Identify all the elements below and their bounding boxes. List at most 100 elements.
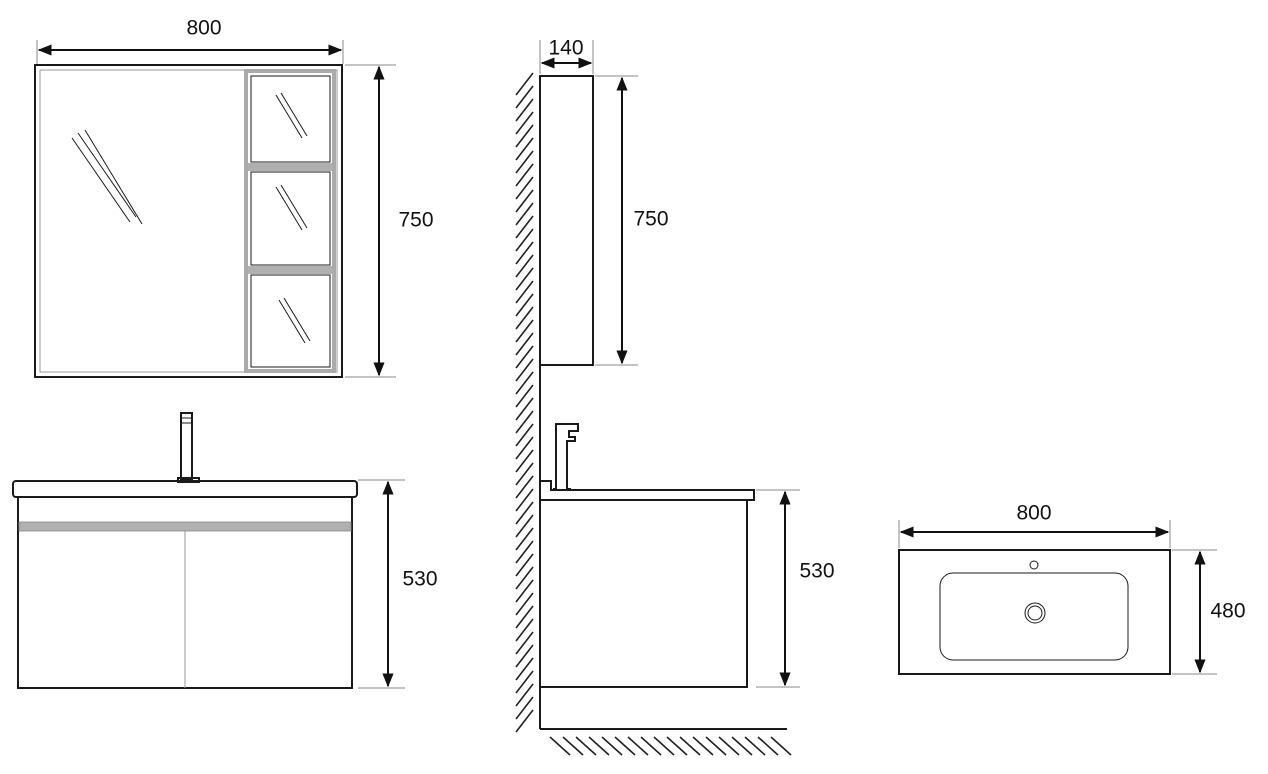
hatch-line [515, 150, 534, 174]
hatch-line [515, 579, 534, 603]
hatch-line [731, 736, 753, 756]
hatch-line [515, 85, 534, 109]
hatch-line [515, 436, 534, 460]
hatch-line [614, 736, 636, 756]
hatch-line [515, 228, 534, 252]
vanity-front: 530 [12, 412, 438, 689]
hatch-line [515, 514, 534, 538]
dimension-label: 800 [1016, 502, 1051, 525]
hatch-line [515, 618, 534, 642]
side-view: 140 750 530 [515, 37, 835, 756]
hatch-line [515, 306, 534, 330]
hatch-line [515, 605, 534, 629]
hatch-line [549, 736, 571, 756]
hatch-line [515, 670, 534, 694]
hatch-line [575, 736, 597, 756]
hatch-line [515, 267, 534, 291]
hatch-line [515, 657, 534, 681]
dimension-label: 140 [548, 37, 583, 60]
dimension-label: 750 [398, 209, 433, 232]
mirror-inner-frame [39, 69, 338, 373]
dimension-label: 750 [633, 208, 668, 231]
shelf-frame [244, 69, 336, 373]
hatch-line [744, 736, 766, 756]
hatch-line [515, 215, 534, 239]
hatch-line [515, 397, 534, 421]
basin-bowl [939, 572, 1129, 661]
hatch-line [515, 371, 534, 395]
pane-2 [250, 171, 331, 266]
hatch-line [666, 736, 688, 756]
hatch-line [770, 736, 792, 756]
hatch-line [640, 736, 662, 756]
pane-3 [250, 274, 331, 368]
hatch-line [515, 202, 534, 226]
hatch-line [515, 189, 534, 213]
dimension-label: 800 [186, 17, 221, 40]
hatch-line [601, 736, 623, 756]
shelf-2 [248, 266, 332, 274]
basin-top-view: 800 480 [898, 502, 1246, 675]
hatch-line [515, 254, 534, 278]
shelf-1 [248, 163, 332, 171]
hatch-line [757, 736, 779, 756]
hatch-line [515, 280, 534, 304]
hatch-line [653, 736, 675, 756]
hatch-line [515, 345, 534, 369]
mirror-outer-frame [34, 64, 343, 378]
floor-hatching [549, 736, 792, 756]
hatch-line [718, 736, 740, 756]
hatch-line [515, 709, 534, 733]
hatch-line [562, 736, 584, 756]
pane-1 [250, 75, 331, 163]
mirror-cabinet-front: 800 750 [34, 17, 434, 378]
hatch-line [515, 137, 534, 161]
hatch-line [515, 592, 534, 616]
hatch-line [627, 736, 649, 756]
hatch-line [515, 332, 534, 356]
hatch-line [515, 475, 534, 499]
hatch-line [515, 98, 534, 122]
dimension-label: 480 [1210, 600, 1245, 623]
hatch-line [679, 736, 701, 756]
hatch-line [692, 736, 714, 756]
mirror-cabinet-side [539, 75, 594, 366]
hatch-line [515, 527, 534, 551]
dimension-label: 530 [799, 560, 834, 583]
faucet-side-icon [553, 423, 579, 490]
hatch-line [515, 384, 534, 408]
hatch-line [515, 410, 534, 434]
hatch-line [515, 566, 534, 590]
hatch-line [515, 631, 534, 655]
hatch-line [515, 358, 534, 382]
hatch-line [705, 736, 727, 756]
faucet-hole-icon [1029, 560, 1039, 570]
handle-band [18, 521, 352, 532]
hatch-line [515, 319, 534, 343]
hatch-line [515, 501, 534, 525]
hatch-line [515, 488, 534, 512]
hatch-line [515, 111, 534, 135]
hatch-line [515, 423, 534, 447]
basin-outline [898, 549, 1171, 675]
hatch-line [515, 683, 534, 707]
faucet-icon [177, 412, 200, 483]
glass-reflection-icon [71, 92, 311, 344]
hatch-line [515, 540, 534, 564]
hatch-line [588, 736, 610, 756]
hatch-line [515, 124, 534, 148]
hatch-line [515, 176, 534, 200]
hatch-line [515, 241, 534, 265]
cabinet-side [539, 499, 748, 688]
hatch-line [515, 163, 534, 187]
dimension-label: 530 [402, 568, 437, 591]
hatch-line [515, 293, 534, 317]
wall-hatching [515, 72, 534, 733]
hatch-line [515, 72, 534, 96]
hatch-line [515, 553, 534, 577]
countertop [12, 480, 358, 498]
countertop-side [539, 480, 755, 501]
hatch-line [515, 644, 534, 668]
